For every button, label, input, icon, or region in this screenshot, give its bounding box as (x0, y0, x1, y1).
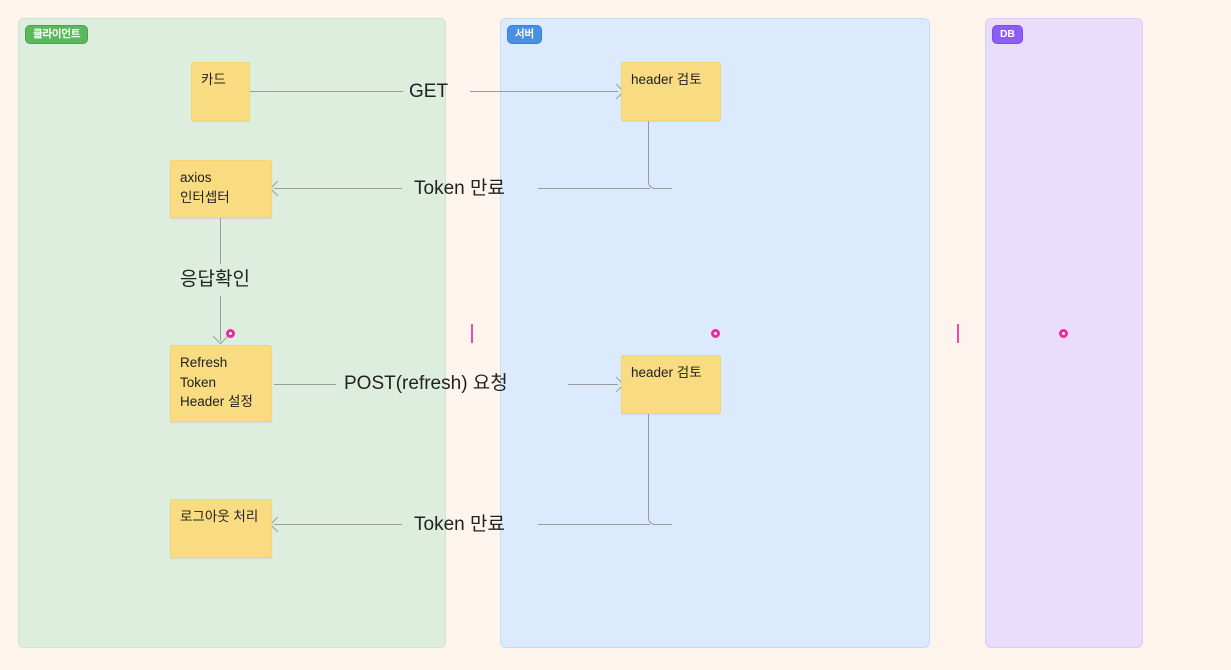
lane-badge-db: DB (992, 25, 1023, 44)
edge-card-to-get (250, 91, 403, 93)
edge-axios-to-response-check (220, 218, 222, 264)
edge-token-expired-2-left (274, 524, 402, 526)
edge-label-get: GET (409, 81, 449, 102)
node-axios-interceptor[interactable]: axios 인터셉터 (170, 160, 272, 218)
node-refresh-token[interactable]: Refresh Token Header 설정 (170, 345, 272, 422)
edge-header1-elbow (648, 121, 672, 189)
marker-ring-db (1059, 329, 1068, 338)
lane-badge-client: 클라이언트 (25, 25, 89, 44)
edge-label-response-check: 응답확인 (180, 269, 250, 290)
marker-ring-client (226, 329, 235, 338)
edge-token-expired-1-left (274, 188, 402, 190)
node-card[interactable]: 카드 (191, 62, 250, 121)
edge-response-check-to-refresh (220, 296, 222, 341)
edge-label-token-expired-1: Token 만료 (414, 178, 505, 199)
text-cursor-client-server-gap (471, 324, 473, 343)
edge-token-expired-2-right (538, 524, 650, 526)
edge-post-to-header2 (568, 384, 618, 386)
edge-refresh-to-post (274, 384, 336, 386)
edge-label-token-expired-2: Token 만료 (414, 514, 505, 535)
edge-label-post-refresh: POST(refresh) 요청 (344, 373, 508, 394)
text-cursor-server-db-gap (957, 324, 959, 343)
lane-badge-server: 서버 (507, 25, 542, 44)
edge-token-expired-1-right (538, 188, 650, 190)
marker-ring-server (711, 329, 720, 338)
edge-get-to-header1 (470, 91, 618, 93)
node-logout[interactable]: 로그아웃 처리 (170, 499, 272, 558)
node-header-check-2[interactable]: header 검토 (621, 355, 721, 414)
edge-header2-elbow (648, 414, 672, 525)
node-header-check-1[interactable]: header 검토 (621, 62, 721, 121)
